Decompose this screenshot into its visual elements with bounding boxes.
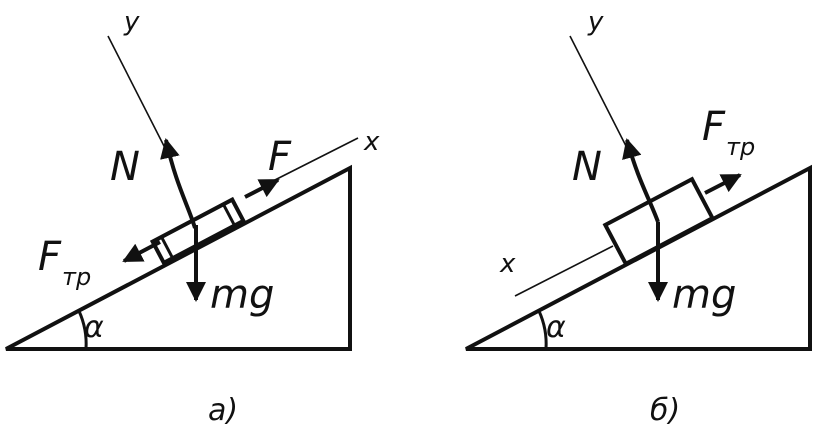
friction-force-arrow-a: [122, 240, 161, 263]
friction-force-label-b: F: [702, 104, 726, 150]
y-axis-b: [569, 35, 628, 149]
friction-force-subscript-a: тр: [62, 263, 91, 291]
gravity-label-a: mg: [210, 272, 274, 318]
angle-arc-a: [77, 310, 88, 350]
x-axis-b: [514, 245, 614, 297]
panel-a: y x N F F тр mg α а): [5, 7, 380, 428]
panel-b: y x N F тр mg α б): [465, 7, 812, 428]
angle-label-b: α: [546, 310, 566, 345]
applied-force-arrow-a: [244, 178, 280, 199]
y-axis-label-a: y: [123, 7, 140, 37]
y-axis-label-b: y: [587, 7, 604, 37]
x-axis-label-b: x: [499, 249, 516, 279]
caption-b: б): [650, 393, 680, 428]
incline-a: [5, 164, 352, 351]
x-axis-a: [264, 137, 359, 186]
applied-force-label-a: F: [268, 134, 292, 180]
normal-force-arrow-a: [160, 138, 197, 229]
normal-force-label-a: N: [110, 144, 140, 190]
y-axis-a: [107, 35, 166, 149]
normal-force-arrow-b: [622, 138, 660, 223]
normal-force-label-b: N: [572, 144, 602, 190]
angle-arc-b: [537, 310, 548, 350]
friction-force-label-a: F: [38, 234, 62, 280]
caption-a: а): [208, 393, 238, 428]
angle-label-a: α: [84, 310, 104, 345]
friction-force-arrow-b: [704, 173, 742, 195]
friction-force-subscript-b: тр: [726, 133, 755, 161]
gravity-label-b: mg: [672, 272, 736, 318]
x-axis-label-a: x: [363, 127, 380, 157]
